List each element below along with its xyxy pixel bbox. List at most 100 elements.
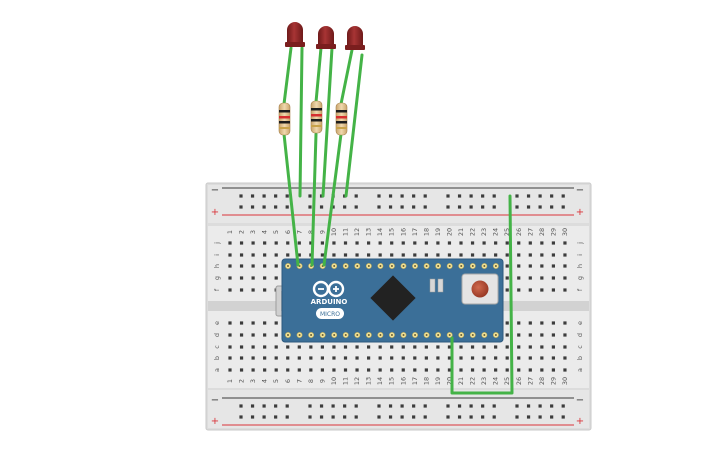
terminal-hole[interactable] xyxy=(320,253,324,257)
terminal-hole[interactable] xyxy=(551,368,555,372)
terminal-hole[interactable] xyxy=(540,321,544,325)
rail-hole[interactable] xyxy=(308,404,312,408)
rail-hole[interactable] xyxy=(285,415,289,419)
terminal-hole[interactable] xyxy=(551,356,555,360)
terminal-hole[interactable] xyxy=(297,356,301,360)
terminal-hole[interactable] xyxy=(470,253,475,257)
terminal-hole[interactable] xyxy=(355,345,359,349)
terminal-hole[interactable] xyxy=(517,288,521,292)
terminal-hole[interactable] xyxy=(286,253,290,257)
rail-hole[interactable] xyxy=(412,205,416,209)
terminal-hole[interactable] xyxy=(540,333,544,337)
terminal-hole[interactable] xyxy=(378,368,382,372)
terminal-hole[interactable] xyxy=(251,345,255,349)
rail-hole[interactable] xyxy=(285,205,289,209)
terminal-hole[interactable] xyxy=(343,356,348,360)
terminal-hole[interactable] xyxy=(447,356,452,360)
terminal-hole[interactable] xyxy=(320,345,324,349)
rail-hole[interactable] xyxy=(469,404,473,408)
rail-hole[interactable] xyxy=(561,404,565,408)
rail-hole[interactable] xyxy=(239,205,243,209)
rail-hole[interactable] xyxy=(469,415,473,419)
terminal-hole[interactable] xyxy=(228,253,232,257)
terminal-hole[interactable] xyxy=(274,333,278,337)
rail-hole[interactable] xyxy=(343,205,347,209)
terminal-hole[interactable] xyxy=(251,288,255,292)
terminal-hole[interactable] xyxy=(355,241,359,245)
terminal-hole[interactable] xyxy=(239,241,244,245)
rail-hole[interactable] xyxy=(354,194,358,198)
rail-hole[interactable] xyxy=(388,404,393,408)
terminal-hole[interactable] xyxy=(228,321,232,325)
terminal-hole[interactable] xyxy=(447,241,452,245)
terminal-hole[interactable] xyxy=(263,264,267,268)
terminal-hole[interactable] xyxy=(436,345,440,349)
rail-hole[interactable] xyxy=(550,194,554,198)
terminal-hole[interactable] xyxy=(413,253,417,257)
terminal-hole[interactable] xyxy=(517,345,521,349)
terminal-hole[interactable] xyxy=(390,368,394,372)
rail-hole[interactable] xyxy=(423,205,427,209)
terminal-hole[interactable] xyxy=(228,241,232,245)
terminal-hole[interactable] xyxy=(378,356,382,360)
resistor-1[interactable] xyxy=(278,102,291,136)
terminal-hole[interactable] xyxy=(239,288,244,292)
rail-hole[interactable] xyxy=(412,404,416,408)
terminal-hole[interactable] xyxy=(505,276,509,280)
terminal-hole[interactable] xyxy=(263,356,267,360)
rail-hole[interactable] xyxy=(446,194,450,198)
terminal-hole[interactable] xyxy=(263,345,267,349)
terminal-hole[interactable] xyxy=(563,253,567,257)
terminal-hole[interactable] xyxy=(251,276,255,280)
terminal-hole[interactable] xyxy=(563,241,567,245)
terminal-hole[interactable] xyxy=(320,241,324,245)
terminal-hole[interactable] xyxy=(297,253,301,257)
rail-hole[interactable] xyxy=(446,404,450,408)
terminal-hole[interactable] xyxy=(390,253,394,257)
terminal-hole[interactable] xyxy=(309,345,313,349)
terminal-hole[interactable] xyxy=(505,264,509,268)
terminal-hole[interactable] xyxy=(436,253,440,257)
terminal-hole[interactable] xyxy=(239,253,244,257)
rail-hole[interactable] xyxy=(239,194,243,198)
terminal-hole[interactable] xyxy=(447,253,452,257)
terminal-hole[interactable] xyxy=(540,241,544,245)
rail-hole[interactable] xyxy=(515,194,519,198)
terminal-hole[interactable] xyxy=(540,276,544,280)
terminal-hole[interactable] xyxy=(355,356,359,360)
terminal-hole[interactable] xyxy=(505,253,509,257)
terminal-hole[interactable] xyxy=(517,368,521,372)
rail-hole[interactable] xyxy=(354,415,358,419)
terminal-hole[interactable] xyxy=(563,345,567,349)
terminal-hole[interactable] xyxy=(263,276,267,280)
terminal-hole[interactable] xyxy=(540,345,544,349)
rail-hole[interactable] xyxy=(331,404,335,408)
rail-hole[interactable] xyxy=(538,404,542,408)
rail-hole[interactable] xyxy=(550,404,554,408)
rail-hole[interactable] xyxy=(481,194,485,198)
terminal-hole[interactable] xyxy=(239,276,244,280)
rail-hole[interactable] xyxy=(423,415,427,419)
resistor-3[interactable] xyxy=(335,102,348,136)
rail-hole[interactable] xyxy=(457,205,462,209)
terminal-hole[interactable] xyxy=(251,253,255,257)
rail-hole[interactable] xyxy=(400,205,404,209)
terminal-hole[interactable] xyxy=(528,288,532,292)
terminal-hole[interactable] xyxy=(459,253,463,257)
terminal-hole[interactable] xyxy=(528,321,532,325)
terminal-hole[interactable] xyxy=(251,356,255,360)
terminal-hole[interactable] xyxy=(540,356,544,360)
terminal-hole[interactable] xyxy=(551,333,555,337)
rail-hole[interactable] xyxy=(446,415,450,419)
terminal-hole[interactable] xyxy=(274,241,278,245)
rail-hole[interactable] xyxy=(319,404,324,408)
terminal-hole[interactable] xyxy=(505,356,509,360)
led-3[interactable] xyxy=(345,26,365,50)
rail-hole[interactable] xyxy=(526,205,531,209)
terminal-hole[interactable] xyxy=(228,356,232,360)
terminal-hole[interactable] xyxy=(482,368,486,372)
rail-hole[interactable] xyxy=(250,415,255,419)
terminal-hole[interactable] xyxy=(228,288,232,292)
terminal-hole[interactable] xyxy=(424,356,428,360)
rail-hole[interactable] xyxy=(377,404,381,408)
